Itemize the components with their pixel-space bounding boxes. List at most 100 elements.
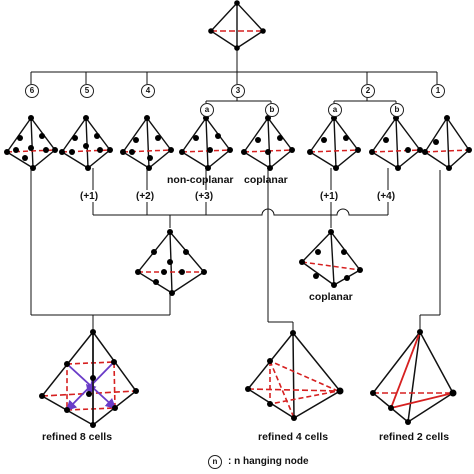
node <box>167 259 173 265</box>
node <box>52 147 58 153</box>
node <box>446 165 452 171</box>
node <box>343 135 349 141</box>
node <box>179 269 185 275</box>
non-coplanar-label: non-coplanar <box>167 174 234 186</box>
node <box>39 133 45 139</box>
node <box>405 147 411 153</box>
node <box>43 147 49 153</box>
node <box>85 165 91 171</box>
sub-badge-2b: b <box>390 103 404 117</box>
node <box>205 165 211 171</box>
node <box>227 147 233 153</box>
node <box>179 149 185 155</box>
node <box>30 165 36 171</box>
node <box>355 147 361 153</box>
branch-badge-6: 6 <box>25 84 39 98</box>
node <box>69 149 75 155</box>
node <box>107 147 113 153</box>
node <box>201 269 207 275</box>
coplanar-label-mid: coplanar <box>309 291 353 303</box>
node <box>207 147 213 153</box>
node <box>331 282 337 288</box>
tetra-branch-3b <box>241 115 295 171</box>
increment-plus2: (+2) <box>136 191 155 202</box>
node <box>395 165 401 171</box>
node <box>193 135 199 141</box>
node <box>444 115 450 121</box>
node <box>4 149 10 155</box>
hidden-edge <box>371 149 421 153</box>
tetra-coplanar <box>299 229 363 288</box>
branch-badge-3: 3 <box>231 84 245 98</box>
node <box>183 249 189 255</box>
node <box>313 273 319 279</box>
node <box>28 145 34 151</box>
node <box>341 249 347 255</box>
node <box>28 115 34 121</box>
sub-badge-2a: a <box>328 103 342 117</box>
node <box>17 135 23 141</box>
node <box>169 290 175 296</box>
node <box>120 149 126 155</box>
intermediate-tetrahedra <box>135 229 363 296</box>
node <box>153 279 159 285</box>
branch-badge-2: 2 <box>361 84 375 98</box>
node <box>315 249 321 255</box>
node <box>299 259 305 265</box>
node <box>147 155 153 161</box>
node <box>466 147 472 153</box>
node <box>215 133 221 139</box>
refined-2-tetrahedron <box>370 329 457 425</box>
node <box>151 249 157 255</box>
legend-text: : n hanging node <box>228 456 309 467</box>
refined-8-tetrahedron <box>39 329 139 428</box>
branch-badge-1: 1 <box>431 84 445 98</box>
refined-4-label: refined 4 cells <box>258 431 329 443</box>
tetra-branch-6 <box>4 115 58 171</box>
node <box>417 147 423 153</box>
node <box>97 147 103 153</box>
node <box>72 135 78 141</box>
branch-badge-4: 4 <box>141 84 155 98</box>
refined-4-tetrahedron <box>245 330 344 421</box>
root-tetrahedron <box>208 0 266 51</box>
tetra-branch-5 <box>59 115 113 171</box>
sub-badge-3b: b <box>265 103 279 117</box>
coplanar-label-top: coplanar <box>244 174 288 186</box>
node <box>241 149 247 155</box>
node <box>277 135 283 141</box>
node <box>13 147 19 153</box>
node <box>289 147 295 153</box>
node <box>255 137 261 143</box>
node <box>161 269 167 275</box>
node <box>155 135 161 141</box>
node <box>22 155 28 161</box>
node <box>133 137 139 143</box>
tetra-branch-1 <box>422 115 472 171</box>
node <box>94 133 100 139</box>
node <box>135 269 141 275</box>
increment-plus1-right: (+1) <box>320 191 339 202</box>
tetra-branch-2b <box>369 115 423 171</box>
node <box>83 115 89 121</box>
tetra-combined <box>135 229 207 296</box>
node <box>344 275 350 281</box>
node <box>321 137 327 143</box>
node <box>328 229 334 235</box>
increment-plus3: (+3) <box>195 191 214 202</box>
tetra-branch-3a <box>179 115 233 171</box>
node <box>433 139 439 145</box>
increment-plus4: (+4) <box>377 191 396 202</box>
sub-badge-3a: a <box>200 103 214 117</box>
increment-plus1-left: (+1) <box>80 191 99 202</box>
node <box>357 267 363 273</box>
tetra-branch-2a <box>307 115 361 171</box>
tetra-branch-4 <box>120 115 174 171</box>
node <box>383 137 389 143</box>
node <box>167 229 173 235</box>
node <box>129 149 135 155</box>
refined-2-label: refined 2 cells <box>379 431 450 443</box>
node <box>265 149 271 155</box>
